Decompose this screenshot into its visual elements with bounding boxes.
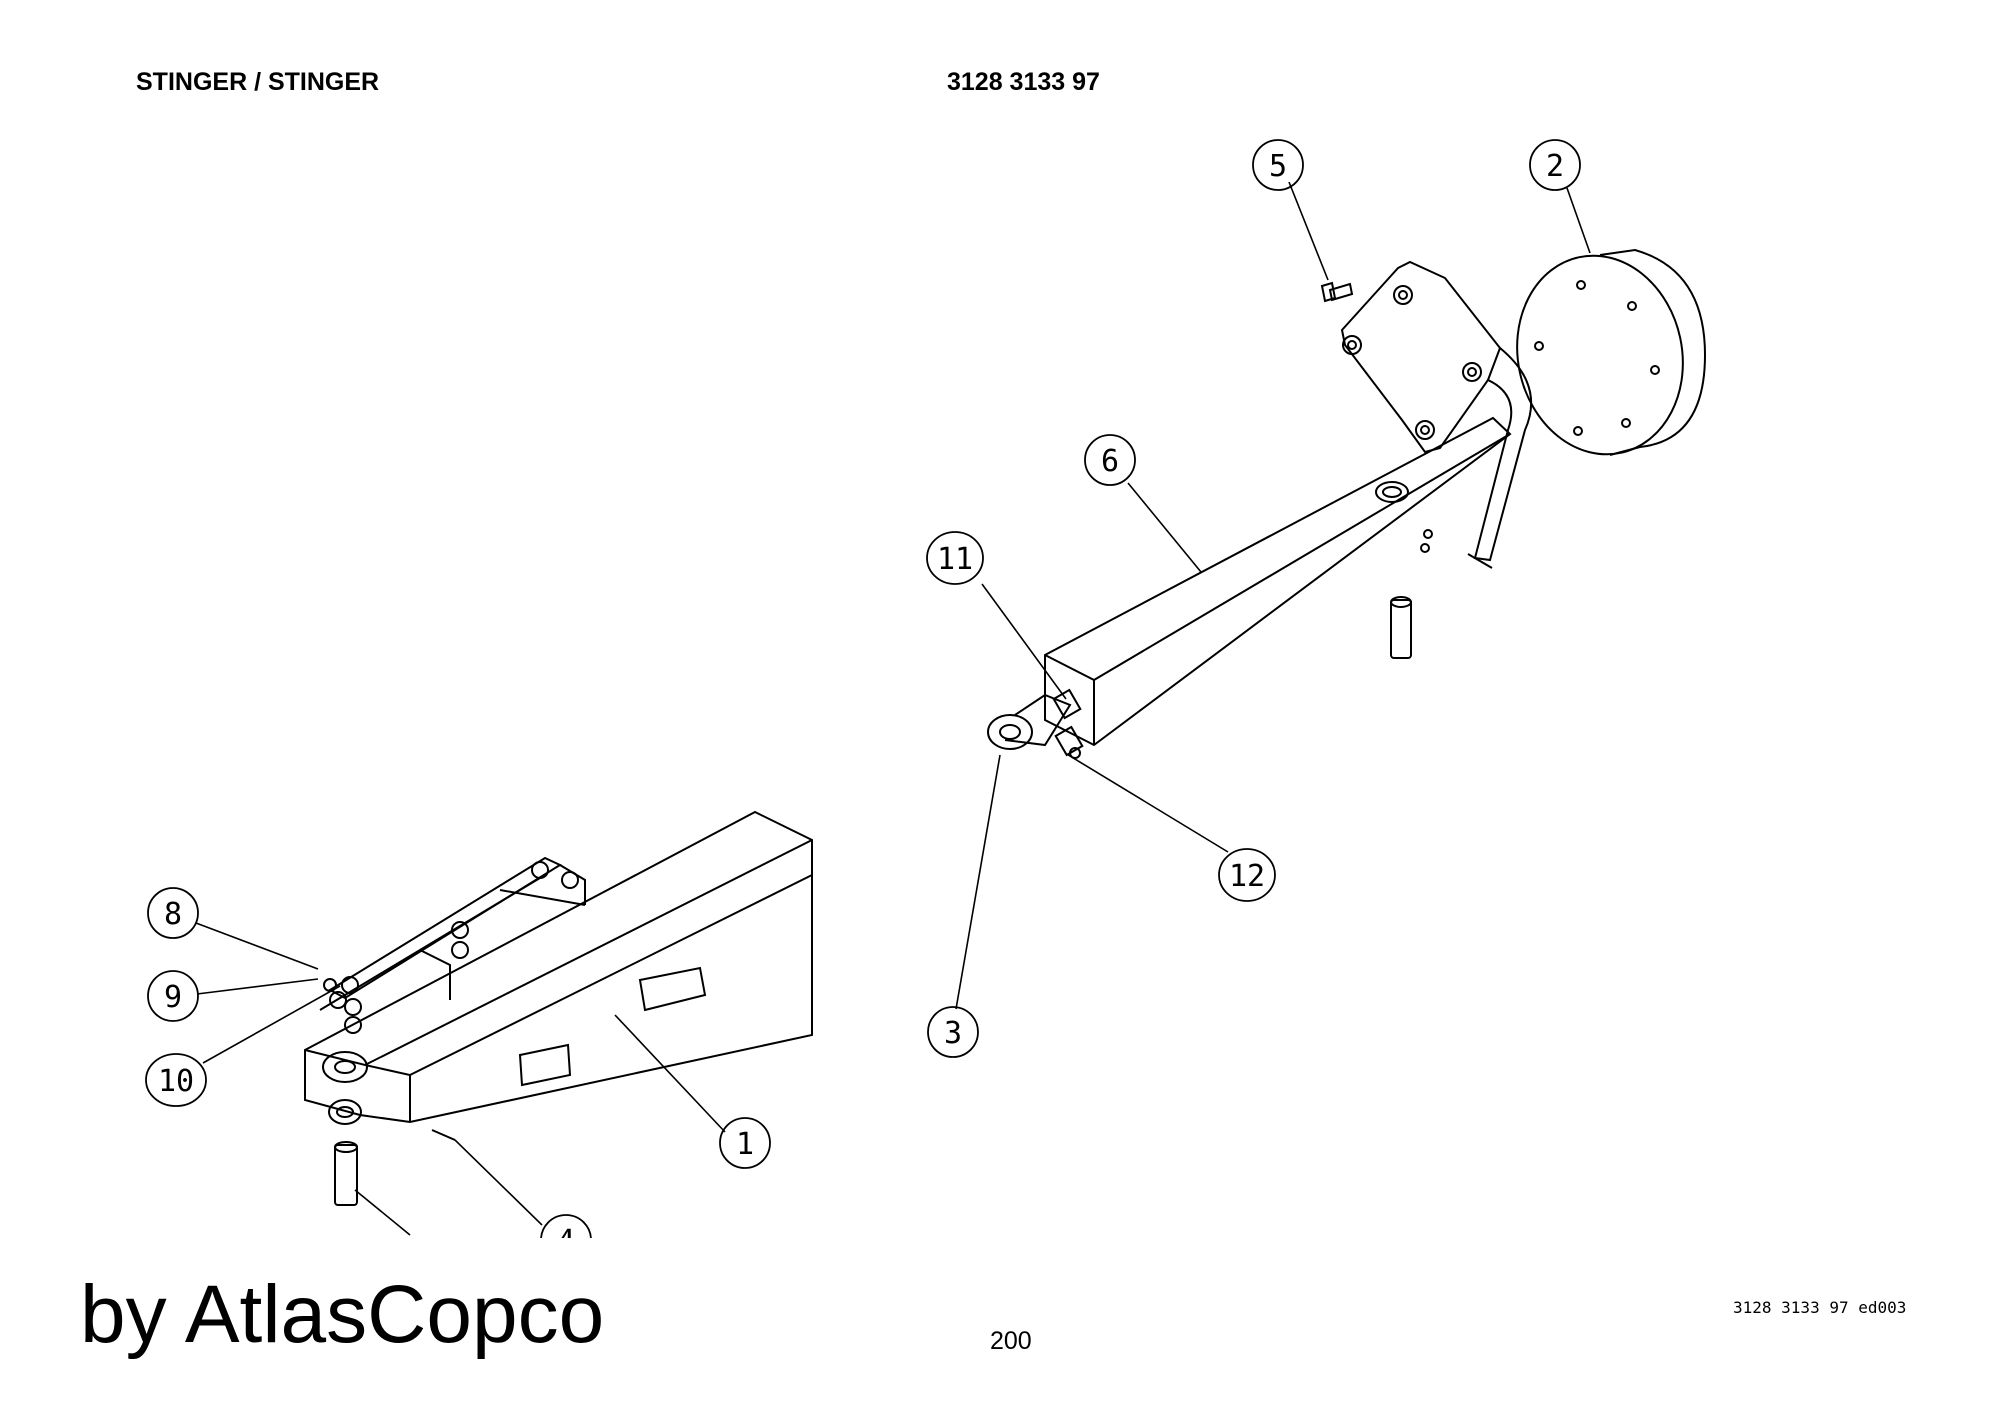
stinger-lower-assembly xyxy=(304,810,813,1206)
callout-10: 10 xyxy=(145,1053,207,1107)
header-part-number: 3128 3133 97 xyxy=(947,68,1100,96)
callout-3-label: 3 xyxy=(944,1016,962,1051)
lower-brackets xyxy=(518,966,707,1087)
square-tube xyxy=(1044,416,1512,747)
callout-2: 2 xyxy=(1529,139,1581,191)
callout-1: 1 xyxy=(719,1117,771,1169)
leader-lines-lower xyxy=(195,922,726,1236)
callout-4-label: 4 xyxy=(557,1224,575,1259)
nuts xyxy=(323,861,579,1034)
callout-12-label: 12 xyxy=(1229,859,1265,894)
eye-end xyxy=(987,693,1072,750)
cotter-pin-lower xyxy=(431,1129,456,1141)
weight-disc xyxy=(1516,248,1707,456)
callout-4: 4 xyxy=(540,1214,592,1259)
callout-5-label: 5 xyxy=(1269,149,1287,184)
header-title-left: STINGER / STINGER xyxy=(136,68,380,96)
leader-lines-upper xyxy=(955,181,1591,1010)
callout-6-label: 6 xyxy=(1101,444,1119,479)
callout-8: 8 xyxy=(147,887,199,939)
grease-nipples xyxy=(1052,688,1084,759)
callout-9-label: 9 xyxy=(164,980,182,1015)
callout-12: 12 xyxy=(1218,848,1276,902)
callout-2-label: 2 xyxy=(1546,149,1564,184)
callout-5: 5 xyxy=(1252,139,1304,191)
bolt xyxy=(1320,281,1354,303)
pin-lower xyxy=(334,1141,358,1206)
main-tube xyxy=(304,810,813,1124)
callout-10-label: 10 xyxy=(158,1064,194,1099)
pin xyxy=(1390,596,1412,659)
curved-bracket xyxy=(1473,347,1533,562)
callout-3: 3 xyxy=(927,1006,979,1058)
callout-11-label: 11 xyxy=(937,542,973,577)
mounting-plate xyxy=(1340,260,1502,454)
callout-9: 9 xyxy=(147,970,199,1022)
callout-8-label: 8 xyxy=(164,897,182,932)
callout-6: 6 xyxy=(1084,434,1136,486)
front-eye xyxy=(322,1051,368,1125)
stinger-upper-assembly xyxy=(987,248,1707,759)
callout-11: 11 xyxy=(926,531,984,585)
cotter-pin xyxy=(1467,553,1493,569)
page-number: 200 xyxy=(990,1327,1032,1355)
brand-watermark: by AtlasCopco xyxy=(80,1269,605,1360)
callout-1-label: 1 xyxy=(736,1127,754,1162)
document-code: 3128 3133 97 ed003 xyxy=(1733,1298,1907,1317)
